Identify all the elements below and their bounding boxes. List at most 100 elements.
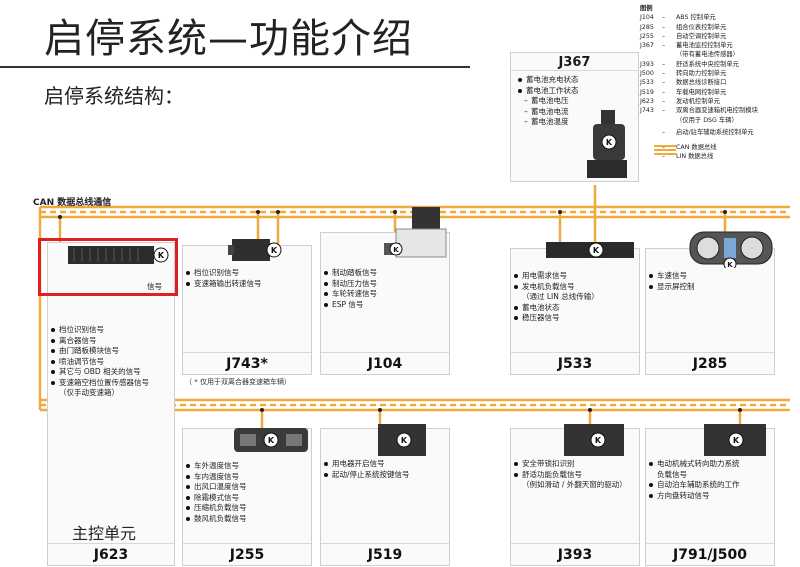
battery-sensor-icon: K <box>587 110 627 178</box>
legend-desc: 自动空调控制单元 <box>676 32 727 40</box>
unit-name-j533: J533 <box>511 352 639 372</box>
svg-text:K: K <box>401 436 408 445</box>
svg-text:K: K <box>595 436 602 445</box>
signal-item: 蓄电池状态 <box>513 303 599 314</box>
unit-name-j623: J623 <box>48 543 174 563</box>
signal-list-j255: 车外温度信号车内温度信号出风口温度信号除霜模式信号压缩机负载信号鼓风机负载信号 <box>185 461 247 524</box>
signal-item: （通过 LIN 总线传输） <box>522 292 599 301</box>
transmission-module-icon: K <box>228 239 282 261</box>
legend-desc: LIN 数据总线 <box>676 153 714 161</box>
j743-footnote: （ * 仅用于双离合器变速箱车辆） <box>185 378 291 386</box>
unit-box-j533: 用电需求信号发电机负载信号（通过 LIN 总线传输）蓄电池状态稳压器信号 J53… <box>510 248 640 375</box>
unit-name-j743: J743* <box>183 352 311 372</box>
legend-dash: – <box>662 107 666 115</box>
signal-item: 其它与 OBD 相关的信号 <box>50 367 149 378</box>
signal-item: 自动泊车辅助系统的工作 <box>648 480 740 491</box>
signal-list-j791: 电动机械式转向助力系统负载信号自动泊车辅助系统的工作方向盘转动信号 <box>648 459 740 501</box>
legend-entry: J623–发动机控制单元 <box>640 97 758 106</box>
signal-item: 除霜模式信号 <box>185 493 247 504</box>
svg-text:K: K <box>727 261 733 268</box>
signal-item: 蓄电池电流 <box>517 107 579 118</box>
signal-item: 制动踏板信号 <box>323 268 377 279</box>
signal-item: 车外温度信号 <box>185 461 247 472</box>
legend-dash: – <box>662 88 666 96</box>
legend-dash: – <box>662 144 666 152</box>
legend-entry: J104–ABS 控制单元 <box>640 13 758 22</box>
signal-item: 舒适功能负载信号 <box>513 470 627 481</box>
signal-item: 用电器开启信号 <box>323 459 410 470</box>
legend-entry: J255–自动空调控制单元 <box>640 32 758 41</box>
page-subtitle: 启停系统结构： <box>44 84 184 108</box>
signal-item: 压缩机负载信号 <box>185 503 247 514</box>
unit-name-j791-j500: J791/J500 <box>646 543 774 563</box>
legend-desc: 启动/驻车辅助系统控制单元 <box>676 128 754 136</box>
legend-dash: – <box>662 32 666 40</box>
can-bus-label: CAN 数据总线通信 <box>33 198 112 208</box>
legend-code: J623 <box>640 97 654 105</box>
signal-list-j367: 蓄电池充电状态蓄电池工作状态蓄电池电压蓄电池电流蓄电池温度 <box>517 75 579 128</box>
signal-item: 出风口温度信号 <box>185 482 247 493</box>
signal-list-j285: 车速信号显示屏控制 <box>648 271 695 292</box>
unit-box-j285: 车速信号显示屏控制 J285 <box>645 248 775 375</box>
unit-box-j623: 档位识别信号离合器信号由门踏板模块信号喷油调节信号其它与 OBD 相关的信号变速… <box>47 242 175 566</box>
signal-item: 由门踏板模块信号 <box>50 346 149 357</box>
signal-item: 发电机负载信号 <box>513 282 599 293</box>
instrument-cluster-icon: K <box>689 231 773 268</box>
j623-partial-signal: 信号 <box>147 282 162 291</box>
signal-item: 车轮转速信号 <box>323 289 377 300</box>
signal-item: 方向盘转动信号 <box>648 491 740 502</box>
legend-entry: J393–舒适系统中央控制单元 <box>640 60 758 69</box>
legend-dash: – <box>662 42 666 50</box>
title-divider <box>0 66 470 68</box>
signal-item: 蓄电池充电状态 <box>517 75 579 86</box>
signal-item: 档位识别信号 <box>185 268 262 279</box>
signal-list-j533: 用电需求信号发电机负载信号（通过 LIN 总线传输）蓄电池状态稳压器信号 <box>513 271 599 324</box>
legend-desc: 车载电网控制单元 <box>676 88 727 96</box>
legend-entry: –CAN 数据总线 <box>640 143 758 152</box>
page-title: 启停系统—功能介绍 <box>44 16 413 62</box>
legend-desc: 发动机控制单元 <box>676 97 721 105</box>
svg-text:K: K <box>606 138 613 147</box>
legend-heading: 图例 <box>640 5 653 12</box>
svg-text:K: K <box>268 436 275 445</box>
onboard-supply-unit-icon: K <box>378 424 426 456</box>
legend-entry: J367–蓄电池监控控制单元 <box>640 41 758 50</box>
signal-item: 用电需求信号 <box>513 271 599 282</box>
legend-entry: J519–车载电网控制单元 <box>640 88 758 97</box>
unit-name-j104: J104 <box>321 352 449 372</box>
signal-item: 车内温度信号 <box>185 472 247 483</box>
unit-name-j285: J285 <box>646 352 774 372</box>
signal-item: 蓄电池温度 <box>517 117 579 128</box>
legend-entry: （仅用于 DSG 车辆） <box>676 116 738 124</box>
unit-box-j743: 档位识别信号变速箱输出转速信号 J743* <box>182 245 312 375</box>
legend-entry: J500–转向助力控制单元 <box>640 69 758 78</box>
signal-item: 变速箱空档位置传感器信号 <box>50 378 149 389</box>
unit-name-j367: J367 <box>511 53 638 71</box>
legend-entry: J285–组合仪表控制单元 <box>640 23 758 32</box>
signal-item: 显示屏控制 <box>648 282 695 293</box>
legend-dash: – <box>662 153 666 161</box>
signal-item: 负载信号 <box>657 469 687 479</box>
legend-can-line-icon <box>654 145 676 155</box>
legend-code: J393 <box>640 60 654 68</box>
svg-text:K: K <box>158 251 165 260</box>
legend-code: J533 <box>640 79 654 87</box>
signal-item: （例如滑动 / 外翻天窗的驱动） <box>522 480 627 489</box>
svg-text:K: K <box>593 246 600 255</box>
signal-item: 变速箱输出转速信号 <box>185 279 262 290</box>
legend-desc: 组合仪表控制单元 <box>676 23 727 31</box>
signal-item: 起动/停止系统按键信号 <box>323 470 410 481</box>
signal-item: 车速信号 <box>648 271 695 282</box>
legend-dash: – <box>662 79 666 87</box>
legend-code: J743 <box>640 107 654 115</box>
legend-desc: 双离合器变速箱机电控制模块 <box>676 107 758 115</box>
signal-item: 制动压力信号 <box>323 279 377 290</box>
abs-module-icon: K <box>384 207 447 258</box>
legend-code: J500 <box>640 70 654 78</box>
legend-desc: 舒适系统中央控制单元 <box>676 60 739 68</box>
svg-text:K: K <box>271 246 278 255</box>
signal-list-j623: 档位识别信号离合器信号由门踏板模块信号喷油调节信号其它与 OBD 相关的信号变速… <box>50 325 149 399</box>
legend-code: J104 <box>640 14 654 22</box>
